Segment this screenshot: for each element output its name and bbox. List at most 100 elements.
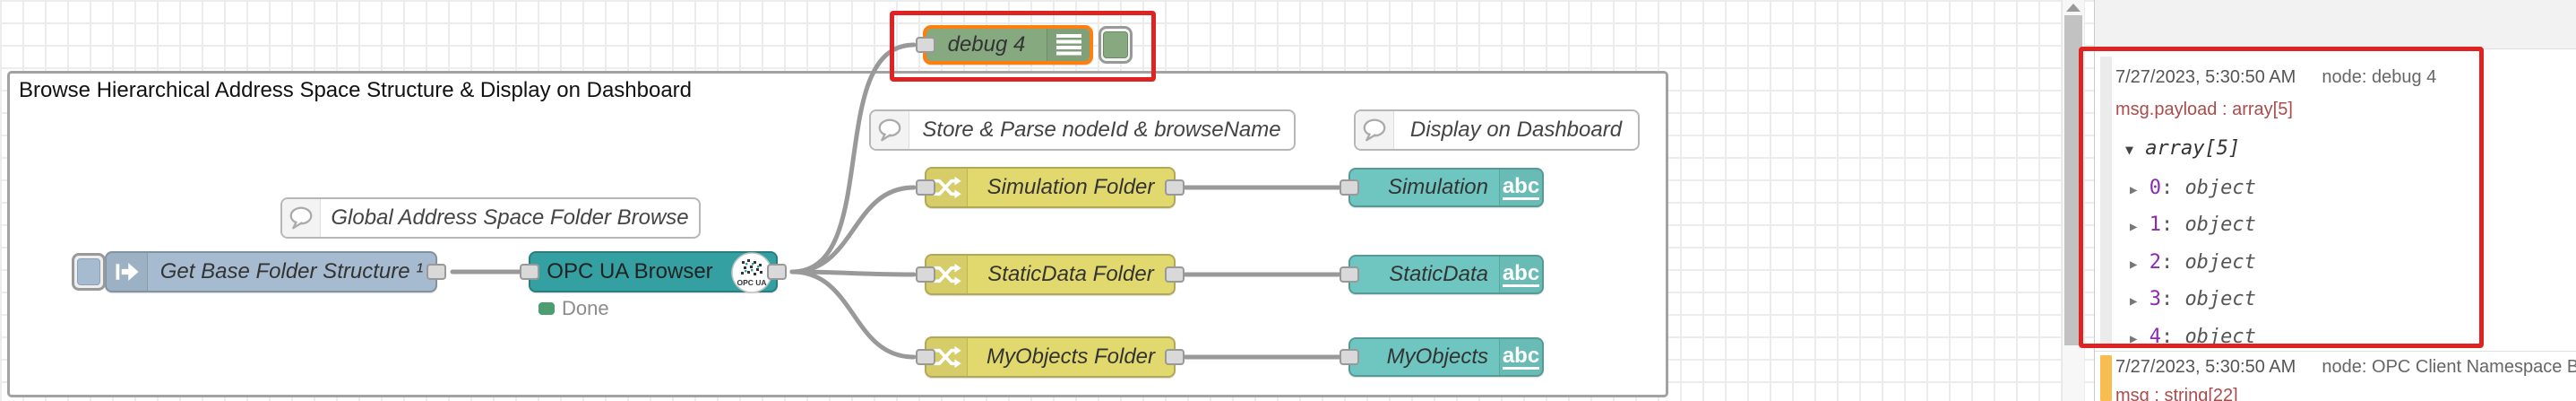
node-label: Get Base Folder Structure ¹ bbox=[159, 259, 424, 283]
status-dot-icon bbox=[538, 302, 555, 315]
ui-text-node-simulation[interactable]: Simulation abc bbox=[1340, 168, 1544, 207]
node-label: Simulation Folder bbox=[986, 175, 1155, 199]
triangle-up-icon[interactable] bbox=[2066, 4, 2081, 12]
input-port[interactable] bbox=[916, 266, 935, 283]
debug-tree-item[interactable]: ▶ 0: object bbox=[2130, 177, 2256, 199]
node-label: StaticData Folder bbox=[987, 262, 1154, 286]
shuffle-icon bbox=[926, 256, 968, 293]
comment-node-store-parse[interactable]: Store & Parse nodeId & browseName bbox=[869, 109, 1296, 151]
debug-tree-item[interactable]: ▶ 1: object bbox=[2130, 214, 2256, 236]
node-label: Simulation bbox=[1387, 175, 1488, 199]
debug-message-node-name: node: OPC Client Namespace Brow bbox=[2322, 357, 2576, 377]
abc-text-icon: abc bbox=[1499, 339, 1542, 375]
switch-node-staticdata-folder[interactable]: StaticData Folder bbox=[916, 254, 1185, 295]
input-port[interactable] bbox=[916, 349, 935, 365]
output-port[interactable] bbox=[1165, 349, 1185, 365]
debug-tree-item[interactable]: ▶ 3: object bbox=[2130, 288, 2256, 310]
chevron-down-icon[interactable]: ▼ bbox=[2125, 142, 2134, 158]
opcua-browser-node[interactable]: OPC UA Browser OPC UA bbox=[520, 251, 787, 293]
chevron-right-icon[interactable]: ▶ bbox=[2130, 257, 2138, 272]
node-status: Done bbox=[538, 297, 609, 320]
shuffle-icon bbox=[926, 338, 968, 376]
debug-message-meta: 7/27/2023, 5:30:50 AM node: OPC Client N… bbox=[2115, 357, 2576, 378]
output-port[interactable] bbox=[1165, 266, 1185, 283]
debug-message-timestamp: 7/27/2023, 5:30:50 AM bbox=[2115, 67, 2296, 87]
debug-sidebar[interactable]: 7/27/2023, 5:30:50 AM node: debug 4 msg.… bbox=[2094, 0, 2576, 401]
message-separator bbox=[2095, 351, 2576, 352]
opcua-icon-text: OPC UA bbox=[737, 278, 766, 287]
debug-tree-item[interactable]: ▶ 2: object bbox=[2130, 251, 2256, 274]
speech-bubble-icon bbox=[282, 199, 321, 237]
output-port[interactable] bbox=[1165, 179, 1185, 196]
tree-item-type: object bbox=[2184, 214, 2256, 236]
tree-item-type: object bbox=[2184, 326, 2256, 348]
speech-bubble-icon bbox=[871, 111, 909, 149]
opcua-node-icon: OPC UA bbox=[730, 251, 773, 301]
debug-message-property: msg : string[22] bbox=[2115, 386, 2238, 401]
debug-tree-root-row[interactable]: ▼ array[5] bbox=[2125, 137, 2240, 160]
debug-tree-item[interactable]: ▶ 4: object bbox=[2130, 326, 2256, 348]
output-port[interactable] bbox=[767, 264, 787, 280]
input-port[interactable] bbox=[520, 264, 539, 280]
node-label: MyObjects Folder bbox=[986, 344, 1156, 369]
tree-item-key: 0 bbox=[2149, 177, 2161, 199]
debug-enable-toggle[interactable] bbox=[1098, 26, 1133, 64]
comment-label: Display on Dashboard bbox=[1409, 118, 1623, 142]
wire-browser-debug[interactable] bbox=[789, 42, 917, 275]
wire-browser-simulation[interactable] bbox=[789, 185, 917, 275]
inject-node-get-base-folder[interactable]: Get Base Folder Structure ¹ bbox=[105, 251, 446, 292]
input-port[interactable] bbox=[1340, 349, 1359, 365]
debug-toggle-inner bbox=[1103, 31, 1128, 58]
tree-item-sep: : bbox=[2160, 326, 2174, 348]
tree-item-key: 2 bbox=[2149, 251, 2161, 274]
input-port[interactable] bbox=[916, 37, 935, 53]
debug-node[interactable]: debug 4 bbox=[916, 25, 1093, 65]
wire-layer bbox=[450, 42, 1342, 360]
wire-browser-myobjects[interactable] bbox=[789, 269, 917, 360]
debug-message-property: msg.payload : array[5] bbox=[2115, 100, 2293, 119]
switch-node-myobjects-folder[interactable]: MyObjects Folder bbox=[916, 336, 1185, 378]
ui-text-node-myobjects[interactable]: MyObjects abc bbox=[1340, 337, 1544, 377]
chevron-right-icon[interactable]: ▶ bbox=[2130, 332, 2138, 346]
debug-message-gutter-highlighted bbox=[2100, 355, 2112, 401]
scrollbar-thumb[interactable] bbox=[2064, 15, 2082, 345]
debug-tree-root: array[5] bbox=[2145, 137, 2241, 160]
tree-item-sep: : bbox=[2160, 288, 2174, 310]
inject-button-inner bbox=[77, 258, 100, 285]
chevron-right-icon[interactable]: ▶ bbox=[2130, 294, 2138, 309]
input-port[interactable] bbox=[1340, 179, 1359, 196]
comment-label: Global Address Space Folder Browse bbox=[331, 205, 689, 230]
node-label: StaticData bbox=[1389, 262, 1488, 286]
debug-message-node-name: node: debug 4 bbox=[2322, 67, 2437, 87]
flow-canvas[interactable]: Browse Hierarchical Address Space Struct… bbox=[0, 0, 2094, 401]
comment-node-global-browse[interactable]: Global Address Space Folder Browse bbox=[280, 197, 701, 239]
output-port[interactable] bbox=[426, 264, 446, 280]
chevron-right-icon[interactable]: ▶ bbox=[2130, 183, 2138, 197]
debug-message-meta: 7/27/2023, 5:30:50 AM node: debug 4 bbox=[2115, 67, 2436, 88]
input-port[interactable] bbox=[916, 179, 935, 196]
tree-item-key: 4 bbox=[2149, 326, 2161, 348]
tree-item-key: 1 bbox=[2149, 214, 2161, 236]
list-icon bbox=[1047, 29, 1090, 61]
debug-message-timestamp: 7/27/2023, 5:30:50 AM bbox=[2115, 357, 2296, 377]
node-label: MyObjects bbox=[1386, 344, 1488, 369]
tree-item-type: object bbox=[2184, 177, 2256, 199]
input-port[interactable] bbox=[1340, 266, 1359, 283]
sidebar-top-band bbox=[2095, 0, 2576, 49]
tree-item-key: 3 bbox=[2149, 288, 2161, 310]
comment-node-display-dashboard[interactable]: Display on Dashboard bbox=[1354, 109, 1640, 151]
tree-item-type: object bbox=[2184, 251, 2256, 274]
inject-trigger-button[interactable] bbox=[72, 253, 106, 291]
tree-item-sep: : bbox=[2160, 214, 2174, 236]
tree-item-type: object bbox=[2184, 288, 2256, 310]
status-text: Done bbox=[562, 297, 609, 319]
switch-node-simulation-folder[interactable]: Simulation Folder bbox=[916, 167, 1185, 208]
abc-text-icon: abc bbox=[1499, 170, 1542, 205]
comment-label: Store & Parse nodeId & browseName bbox=[922, 118, 1281, 142]
node-label: debug 4 bbox=[947, 32, 1026, 57]
canvas-vertical-scrollbar[interactable] bbox=[2062, 0, 2084, 401]
arrow-right-icon bbox=[107, 253, 148, 291]
chevron-right-icon[interactable]: ▶ bbox=[2130, 220, 2138, 234]
ui-text-node-staticdata[interactable]: StaticData abc bbox=[1340, 255, 1544, 294]
